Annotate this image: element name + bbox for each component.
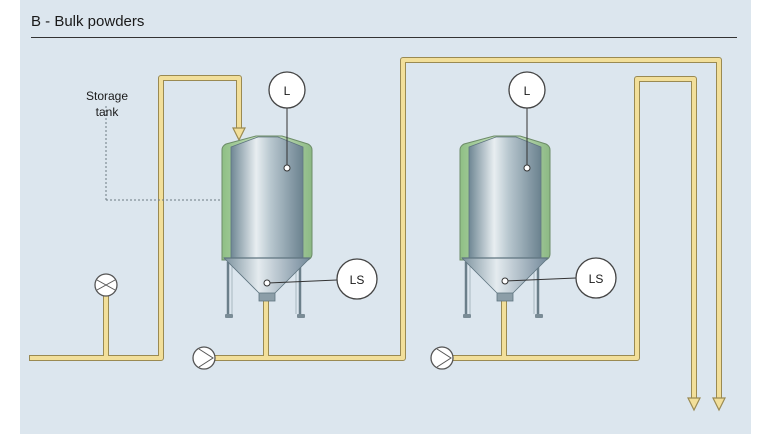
pump-icon — [430, 346, 454, 370]
pump-icon — [192, 346, 216, 370]
level-sensor-probe — [523, 164, 531, 172]
level-switch-2-label: LS — [589, 272, 604, 286]
level-switch-1-label: LS — [350, 273, 365, 287]
diagram-panel — [20, 0, 751, 434]
level-sensor-probe — [283, 164, 291, 172]
level-transmitter-1 — [268, 71, 306, 109]
inlet-arrow-icon — [232, 127, 246, 142]
level-transmitter-1-label: L — [284, 84, 291, 98]
level-switch-probe — [501, 277, 509, 285]
page-title: B - Bulk powders — [31, 13, 145, 30]
valve-icon — [94, 273, 118, 297]
outlet-arrow-icon — [687, 397, 701, 412]
level-switch-1 — [336, 258, 378, 300]
level-transmitter-2-label: L — [524, 84, 531, 98]
pipe-network — [29, 57, 722, 401]
callout-label-line2: tank — [96, 105, 120, 119]
storage-tank-1 — [221, 135, 313, 318]
outlet-arrow-icon — [712, 397, 726, 412]
level-switch-2 — [575, 257, 617, 299]
callout-label-line1: Storage — [86, 89, 128, 103]
level-switch-probe — [263, 279, 271, 287]
level-switch-line — [505, 277, 577, 282]
level-switch-line — [267, 279, 338, 284]
title-divider — [31, 37, 737, 38]
level-transmitter-2 — [508, 71, 546, 109]
storage-tank-2 — [459, 135, 551, 318]
